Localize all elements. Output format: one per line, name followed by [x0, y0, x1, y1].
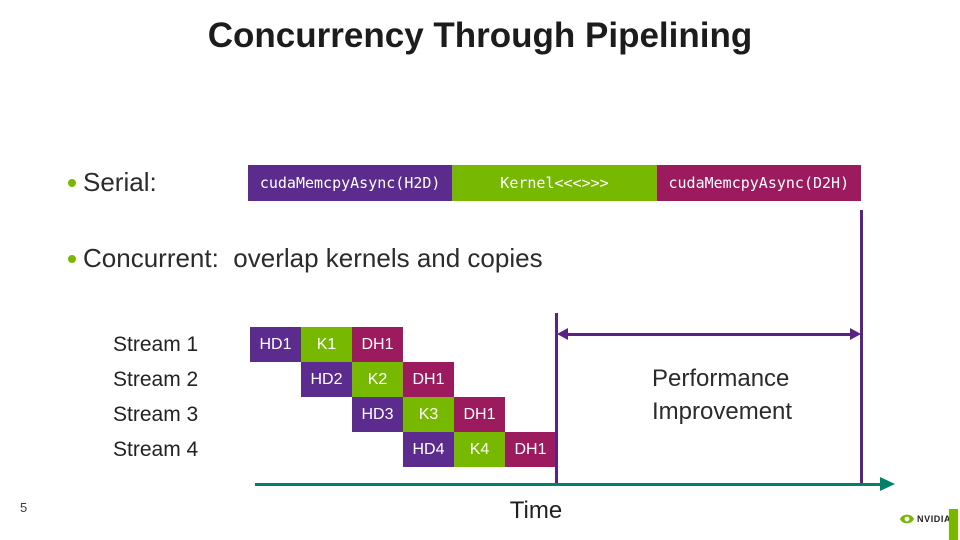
time-axis-label: Time [509, 497, 563, 524]
time-axis-arrowhead-icon [880, 477, 895, 491]
stream1-k1-block: K1 [301, 327, 352, 362]
nvidia-eye-icon [900, 514, 914, 524]
bullet-icon [68, 254, 76, 263]
serial-segment-kernel-label: Kernel<<<>>> [500, 174, 609, 192]
arrowhead-left-icon [557, 328, 568, 340]
stream3-hd3-block: HD3 [352, 397, 403, 432]
stream4-dh1-block: DH1 [505, 432, 556, 467]
stream4-k4-block: K4 [454, 432, 505, 467]
nvidia-logo-text: NVIDIA [917, 514, 952, 524]
serial-segment-d2h-label: cudaMemcpyAsync(D2H) [668, 174, 850, 192]
serial-pipeline-bar: cudaMemcpyAsync(H2D) Kernel<<<>>> cudaMe… [248, 165, 861, 201]
serial-bullet-row: Serial: [68, 165, 157, 200]
performance-line2: Improvement [652, 398, 793, 425]
performance-arrow-line [565, 333, 857, 336]
stream2-hd2-block: HD2 [301, 362, 352, 397]
stream-4-label: Stream 4 [113, 438, 199, 461]
stream3-k3-block: K3 [403, 397, 454, 432]
time-axis-line [255, 483, 883, 486]
slide-accent-bar [949, 509, 958, 540]
page-title: Concurrency Through Pipelining [207, 16, 753, 55]
bullet-icon [68, 178, 76, 187]
serial-label: Serial: [83, 167, 157, 197]
stream-3-label: Stream 3 [113, 403, 199, 426]
stream1-hd1-block: HD1 [250, 327, 301, 362]
concurrent-bullet-row: Concurrent: overlap kernels and copies [68, 241, 543, 276]
performance-line1: Performance [652, 365, 790, 392]
stream-2-label: Stream 2 [113, 368, 199, 391]
serial-segment-d2h: cudaMemcpyAsync(D2H) [656, 165, 861, 201]
serial-end-marker-line [860, 210, 863, 485]
stream4-hd4-block: HD4 [403, 432, 454, 467]
page-number: 5 [20, 500, 28, 515]
arrowhead-right-icon [850, 328, 861, 340]
stream2-dh1-block: DH1 [403, 362, 454, 397]
stream2-k2-block: K2 [352, 362, 403, 397]
stream3-dh1-block: DH1 [454, 397, 505, 432]
concurrent-end-marker-line [555, 313, 558, 485]
nvidia-logo: NVIDIA [900, 514, 951, 524]
concurrent-label: Concurrent: overlap kernels and copies [83, 243, 543, 273]
performance-improvement-label: Performance Improvement [652, 362, 792, 428]
stream1-dh1-block: DH1 [352, 327, 403, 362]
stream-1-label: Stream 1 [113, 333, 199, 356]
serial-segment-h2d-label: cudaMemcpyAsync(H2D) [259, 174, 441, 192]
serial-segment-kernel: Kernel<<<>>> [452, 165, 657, 201]
serial-segment-h2d: cudaMemcpyAsync(H2D) [248, 165, 453, 201]
